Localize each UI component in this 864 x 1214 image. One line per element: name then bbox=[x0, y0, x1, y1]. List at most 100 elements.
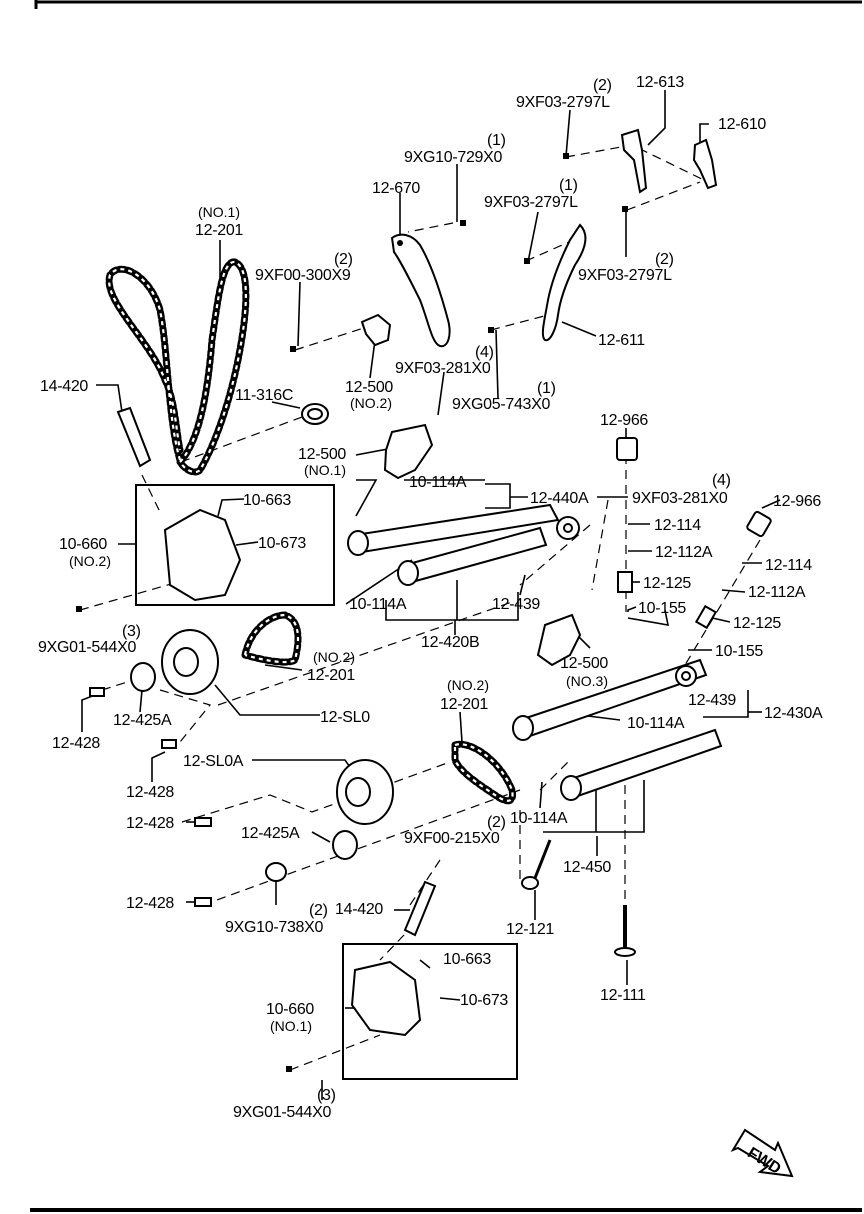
label-12-111: 12-111 bbox=[600, 987, 646, 1004]
chain-guide-12-613 bbox=[620, 128, 648, 194]
sensor-plate-12-439-a bbox=[556, 516, 580, 540]
label-10-155-b: 10-155 bbox=[715, 643, 763, 660]
label-12-121: 12-121 bbox=[506, 921, 554, 938]
label-10-155-a: 10-155 bbox=[638, 600, 686, 617]
oil-housing-no2 bbox=[163, 508, 242, 602]
label-9xg05-743x0-qty: (1) bbox=[537, 380, 556, 397]
cam-sprocket-12-sl0a bbox=[336, 759, 394, 825]
leader-lines bbox=[81, 90, 781, 1100]
label-12-500-no2: 12-500 bbox=[345, 379, 393, 396]
label-9xg10-729x0-qty: (1) bbox=[487, 132, 506, 149]
label-10-660-no2: 10-660 bbox=[59, 536, 107, 553]
label-12-sl0a: 12-SL0A bbox=[183, 753, 244, 770]
label-9xf03-281x0-b: 9XF03-281X0 bbox=[632, 490, 728, 507]
tensioner-no2 bbox=[360, 313, 392, 347]
label-12-428-d: 12-428 bbox=[126, 895, 174, 912]
timing-chain-no2-upper bbox=[241, 611, 302, 666]
timing-chain-no1 bbox=[105, 258, 250, 476]
valve-spring-12-125-b bbox=[694, 604, 718, 630]
label-no3-tensioner: (NO.3) bbox=[566, 673, 608, 689]
label-10-663-b: 10-663 bbox=[443, 951, 491, 968]
tappet-12-966-b bbox=[746, 510, 772, 538]
label-9xg10-729x0: 9XG10-729X0 bbox=[404, 149, 503, 166]
camshaft-12-450 bbox=[560, 728, 723, 801]
sprocket-12-425a-upper bbox=[130, 662, 156, 692]
sensor-plate-12-439-b bbox=[675, 665, 697, 687]
label-12-428-c: 12-428 bbox=[126, 815, 174, 832]
camshaft-12-420b bbox=[397, 526, 548, 586]
label-12-670: 12-670 bbox=[372, 180, 420, 197]
chain-guide-12-610 bbox=[692, 138, 718, 190]
oil-housing-no1 bbox=[350, 960, 422, 1037]
camshaft-12-440a bbox=[347, 503, 560, 556]
label-12-610: 12-610 bbox=[718, 116, 766, 133]
label-12-425a-a: 12-425A bbox=[113, 712, 172, 729]
label-9xg01-544x0-a: 9XG01-544X0 bbox=[38, 639, 137, 656]
label-11-316c: 11-316C bbox=[235, 387, 293, 404]
label-no1-chain: (NO.1) bbox=[198, 204, 240, 220]
label-10-114a-c: 10-114A bbox=[627, 715, 685, 732]
label-12-114-b: 12-114 bbox=[765, 557, 812, 574]
oil-assembly-box-no1 bbox=[342, 943, 518, 1080]
sprocket-12-425a-lower bbox=[332, 830, 358, 860]
label-9xf03-2797l-mid: 9XF03-2797L bbox=[484, 194, 578, 211]
label-12-428-b: 12-428 bbox=[126, 784, 174, 801]
label-9xf03-281x0-b-qty: (4) bbox=[712, 472, 731, 489]
label-12-439-b: 12-439 bbox=[688, 692, 736, 709]
label-10-114a-b: 10-114A bbox=[349, 596, 407, 613]
label-no2-oil: (NO.2) bbox=[69, 553, 111, 569]
label-10-114a-d: 10-114A bbox=[510, 810, 568, 827]
label-12-430a: 12-430A bbox=[764, 705, 823, 722]
label-no2-tensioner: (NO.2) bbox=[350, 395, 392, 411]
label-9xg05-743x0: 9XG05-743X0 bbox=[452, 396, 551, 413]
label-10-114a-a: 10-114A bbox=[409, 474, 467, 491]
label-12-611: 12-611 bbox=[598, 332, 645, 349]
label-12-201-no2-c: 12-201 bbox=[440, 696, 488, 713]
label-9xg01-544x0-b: 9XG01-544X0 bbox=[233, 1104, 332, 1121]
valve-12-121 bbox=[521, 839, 552, 890]
tensioner-no3 bbox=[536, 613, 582, 667]
label-12-966-b: 12-966 bbox=[773, 493, 821, 510]
label-9xf03-2797l-mid-qty: (1) bbox=[559, 177, 578, 194]
label-12-966-a: 12-966 bbox=[600, 412, 648, 429]
label-10-673-b: 10-673 bbox=[460, 992, 508, 1009]
oil-assembly-box-no2 bbox=[135, 484, 335, 606]
oil-control-valve-14-420-upper bbox=[116, 406, 152, 468]
part-labels: (2) 9XF03-2797L 12-613 12-610 (1) 9XG10-… bbox=[38, 74, 823, 1121]
label-12-613: 12-613 bbox=[636, 74, 684, 91]
valve-12-111 bbox=[614, 905, 636, 957]
label-9xg01-544x0-b-qty: (3) bbox=[317, 1087, 336, 1104]
label-9xg10-738x0-qty: (2) bbox=[309, 902, 328, 919]
label-12-201-no2-b: 12-201 bbox=[307, 667, 355, 684]
label-14-420-upper: 14-420 bbox=[40, 378, 88, 395]
forward-arrow-icon: FWD bbox=[730, 1128, 794, 1178]
tappet-12-966-a bbox=[616, 437, 638, 461]
label-12-420b: 12-420B bbox=[421, 634, 479, 651]
label-12-125-a: 12-125 bbox=[643, 575, 691, 592]
label-no2-chain-c: (NO.2) bbox=[447, 677, 489, 693]
oil-control-valve-14-420-lower bbox=[403, 880, 437, 937]
label-9xf03-2797l-top-qty: (2) bbox=[593, 77, 612, 94]
label-12-500-no1: 12-500 bbox=[298, 446, 346, 463]
label-9xf00-300x9: 9XF00-300X9 bbox=[255, 267, 351, 284]
valve-spring-12-125-a bbox=[617, 571, 633, 593]
label-12-439-a: 12-439 bbox=[492, 596, 540, 613]
bolts bbox=[76, 153, 628, 1072]
label-12-500-no3: 12-500 bbox=[560, 655, 608, 672]
label-12-125-b: 12-125 bbox=[733, 615, 781, 632]
chain-guide-12-670 bbox=[390, 233, 451, 348]
label-12-428-a: 12-428 bbox=[52, 735, 100, 752]
label-9xf00-215x0-qty: (2) bbox=[487, 814, 506, 831]
label-10-673-a: 10-673 bbox=[258, 535, 306, 552]
label-9xg01-544x0-a-qty: (3) bbox=[122, 623, 141, 640]
label-12-201-no1: 12-201 bbox=[195, 222, 243, 239]
cam-sprocket-12-sl0 bbox=[161, 629, 219, 695]
oil-seal-11-316c bbox=[301, 403, 329, 425]
label-9xf03-2797l-right-qty: (2) bbox=[655, 251, 674, 268]
label-12-sl0: 12-SL0 bbox=[320, 709, 370, 726]
label-12-112a-b: 12-112A bbox=[748, 584, 806, 601]
timing-chain-no2-lower bbox=[451, 740, 517, 805]
label-9xf03-2797l-top: 9XF03-2797L bbox=[516, 94, 610, 111]
label-10-663-a: 10-663 bbox=[243, 492, 291, 509]
